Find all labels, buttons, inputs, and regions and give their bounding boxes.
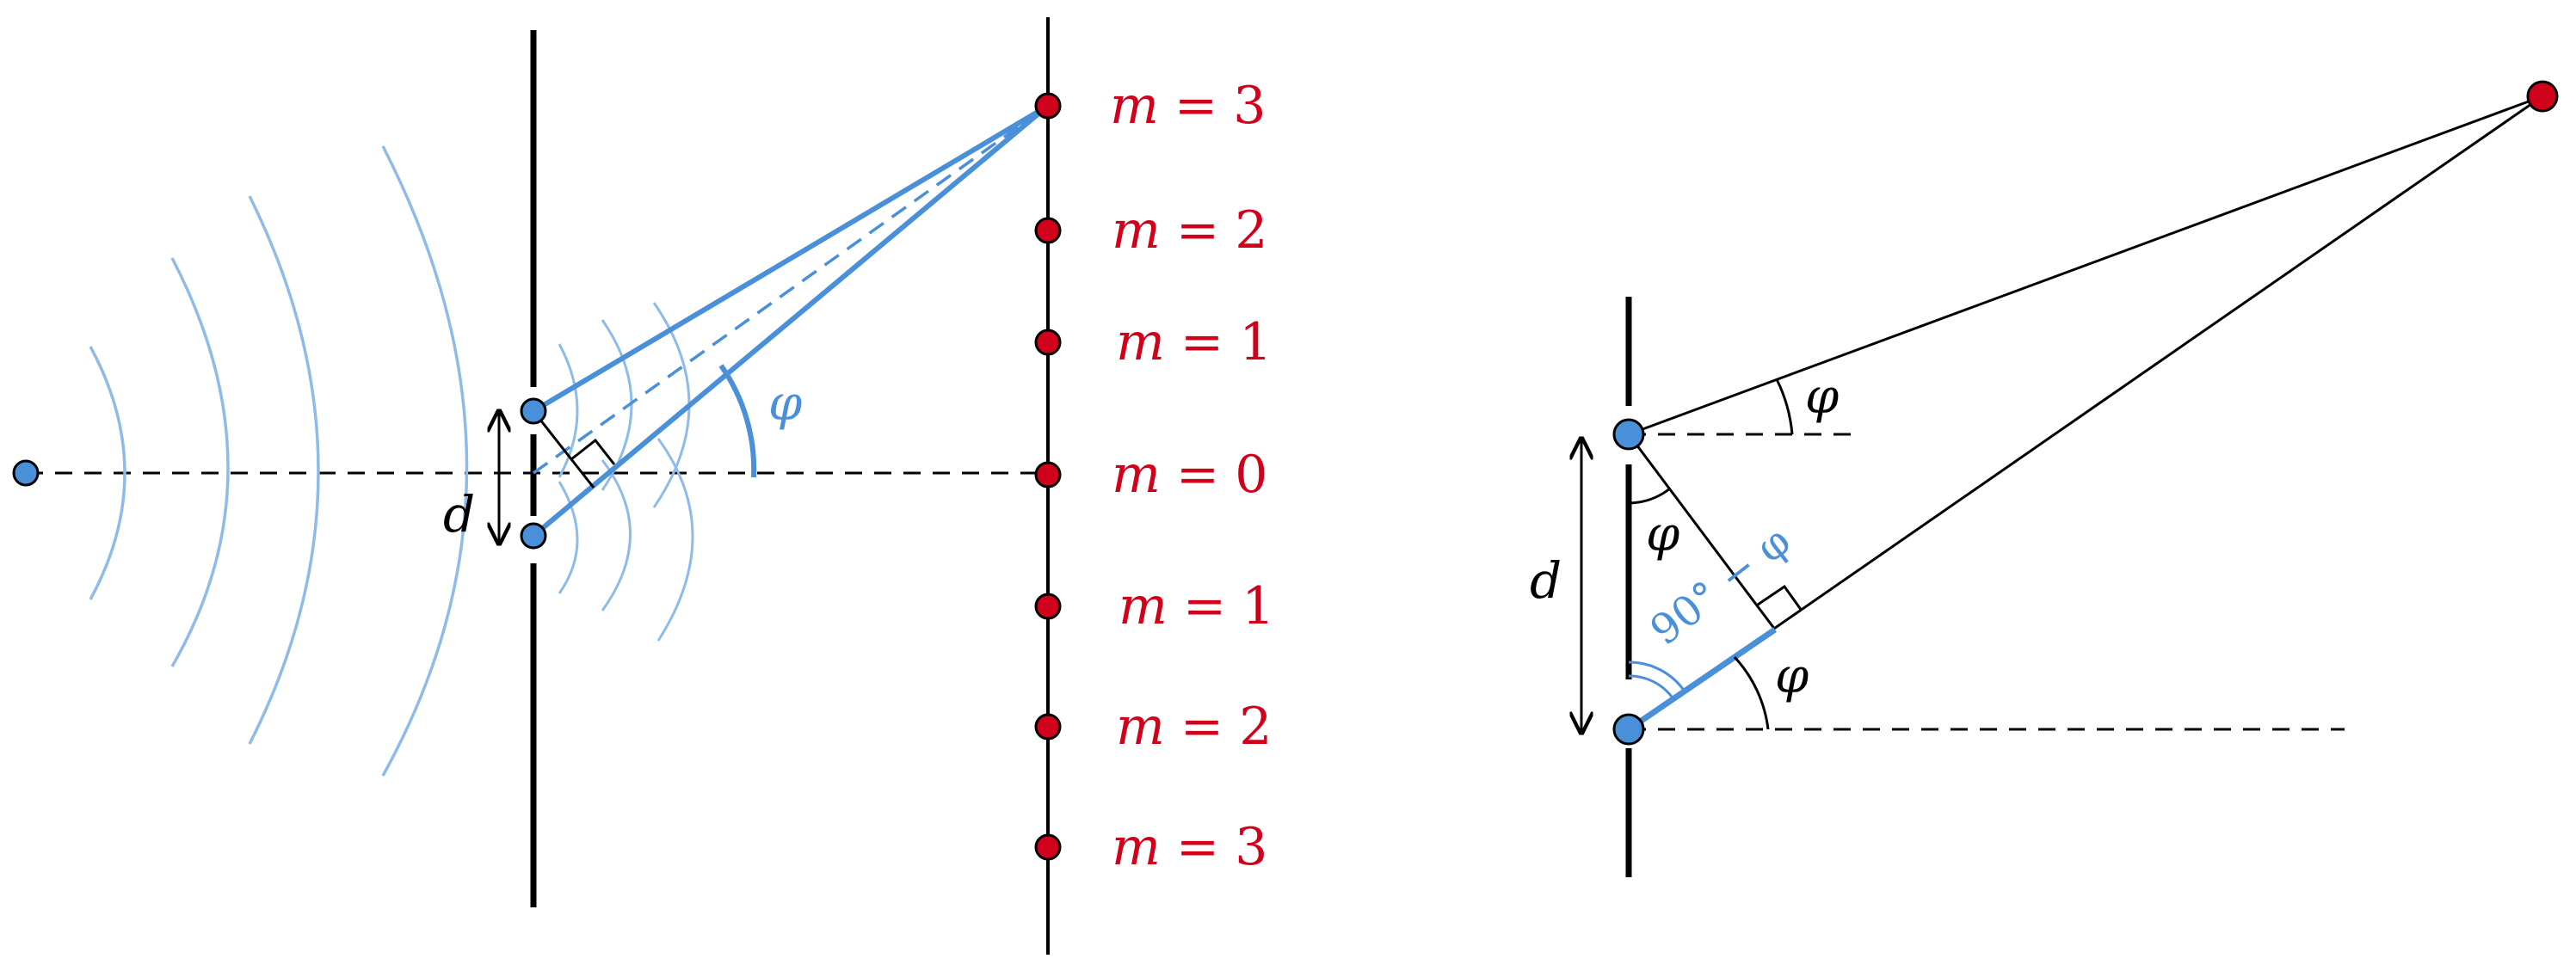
wavefront-3 bbox=[248, 195, 320, 745]
order-value: 1 bbox=[1239, 312, 1272, 372]
order-point bbox=[1034, 92, 1062, 120]
order-label: m= 1 bbox=[1116, 312, 1272, 372]
ray-upper-slit bbox=[532, 103, 1050, 414]
right-upper-slit-point bbox=[1612, 418, 1645, 451]
right-angle-marker-right bbox=[1757, 584, 1803, 611]
angle-label-top: φ bbox=[1805, 369, 1839, 425]
right-perpendicular bbox=[1627, 433, 1777, 630]
complement-arc-inner bbox=[1628, 674, 1675, 700]
order-equals: = bbox=[1174, 76, 1217, 136]
light-source-point bbox=[12, 459, 40, 487]
order-point bbox=[1034, 713, 1062, 740]
wavefront-4 bbox=[381, 145, 469, 777]
wavelet-6 bbox=[656, 438, 694, 642]
right-lower-slit-point bbox=[1612, 713, 1645, 746]
far-point bbox=[2526, 80, 2559, 113]
path-difference-segment bbox=[1627, 627, 1777, 732]
order-value: 3 bbox=[1235, 817, 1267, 877]
ray-center-dashed bbox=[532, 104, 1050, 475]
order-label: m= 3 bbox=[1110, 76, 1266, 136]
right-separation-label: d bbox=[1530, 551, 1562, 610]
wavelet-5 bbox=[601, 459, 632, 611]
lower-slit-point bbox=[520, 522, 547, 550]
angle-arc-bottom bbox=[1733, 655, 1770, 730]
order-label: m= 3 bbox=[1112, 817, 1267, 877]
order-m-symbol: m bbox=[1112, 817, 1161, 877]
order-equals: = bbox=[1183, 576, 1226, 636]
order-m-symbol: m bbox=[1110, 76, 1159, 136]
order-label: m= 2 bbox=[1112, 200, 1267, 261]
wavelet-4 bbox=[558, 481, 579, 594]
angle-arc-inner bbox=[1628, 487, 1671, 505]
order-value: 2 bbox=[1239, 697, 1272, 757]
wavelet-3 bbox=[652, 302, 691, 508]
slit-separation-label: d bbox=[443, 485, 475, 544]
order-m-symbol: m bbox=[1116, 697, 1165, 757]
wavelet-1 bbox=[558, 343, 579, 478]
order-value: 0 bbox=[1235, 445, 1267, 505]
order-m-symbol: m bbox=[1119, 576, 1168, 636]
angle-arc-phi bbox=[718, 364, 757, 478]
order-equals: = bbox=[1176, 445, 1219, 505]
order-point bbox=[1034, 593, 1062, 620]
angle-label-inner: φ bbox=[1646, 507, 1679, 562]
order-m-symbol: m bbox=[1116, 312, 1165, 372]
order-label: m= 1 bbox=[1119, 576, 1274, 636]
path-difference-perpendicular bbox=[532, 410, 595, 488]
order-label: m= 0 bbox=[1112, 445, 1267, 505]
angle-label-bottom: φ bbox=[1775, 648, 1809, 704]
order-point bbox=[1034, 461, 1062, 488]
order-point bbox=[1034, 217, 1062, 244]
order-value: 3 bbox=[1233, 76, 1266, 136]
order-label: m= 2 bbox=[1116, 697, 1272, 757]
upper-slit-point bbox=[520, 397, 547, 425]
order-equals: = bbox=[1176, 200, 1219, 261]
wavefront-1 bbox=[89, 346, 126, 600]
order-equals: = bbox=[1180, 312, 1223, 372]
right-figure: φ φ φ 90° − φ d bbox=[1530, 80, 2559, 877]
order-equals: = bbox=[1176, 817, 1219, 877]
order-m-symbol: m bbox=[1112, 445, 1161, 505]
order-point bbox=[1034, 833, 1062, 861]
angle-label-phi: φ bbox=[768, 376, 802, 432]
interference-orders: m=3m=2m=1m=0m=1m=2m=3 bbox=[1034, 76, 1274, 877]
incident-wavefronts bbox=[89, 145, 469, 777]
order-value: 1 bbox=[1242, 576, 1274, 636]
order-equals: = bbox=[1180, 697, 1223, 757]
order-value: 2 bbox=[1235, 200, 1267, 261]
ray-lower-slit bbox=[532, 103, 1050, 538]
right-ray-upper bbox=[1628, 95, 2543, 436]
complement-arc-outer bbox=[1628, 661, 1686, 692]
wavefront-2 bbox=[170, 257, 230, 667]
order-m-symbol: m bbox=[1112, 200, 1161, 261]
angle-arc-top bbox=[1775, 378, 1794, 435]
left-figure: d φ m=3m=2m=1m=0m=1m=2m=3 bbox=[12, 17, 1274, 955]
right-angle-marker bbox=[570, 438, 616, 465]
right-ray-lower bbox=[1628, 95, 2543, 731]
order-point bbox=[1034, 329, 1062, 356]
